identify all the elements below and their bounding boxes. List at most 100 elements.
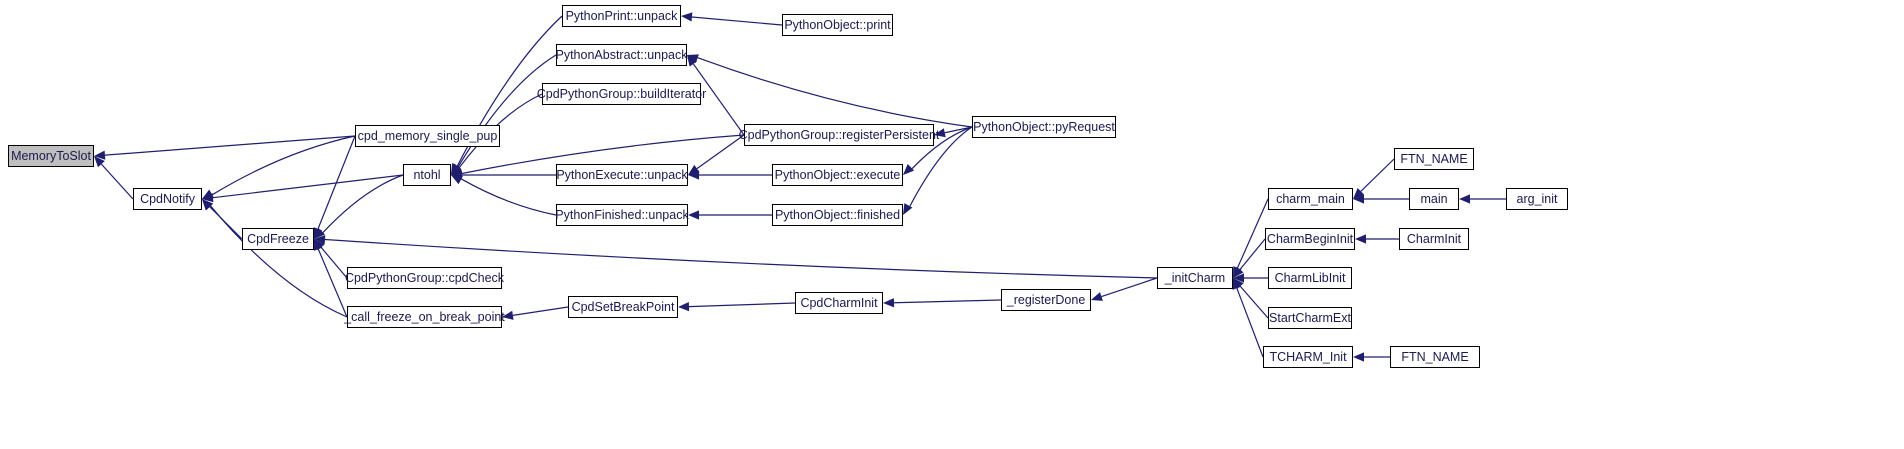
- graph-node-label: FTN_NAME: [1400, 151, 1468, 166]
- graph-edge-arrowhead: [202, 199, 214, 211]
- graph-node-pythonobject-execute[interactable]: PythonObject::execute: [772, 164, 903, 186]
- graph-node-arg-init[interactable]: arg_init: [1506, 188, 1568, 210]
- graph-edge: [100, 163, 134, 200]
- graph-edge: [317, 135, 356, 230]
- graph-node-charmlibinit[interactable]: CharmLibInit: [1268, 267, 1352, 289]
- graph-node-label: PythonObject::pyRequest: [973, 119, 1115, 134]
- graph-edge: [1239, 238, 1266, 270]
- graph-node--initcharm[interactable]: _initCharm: [1157, 267, 1233, 289]
- graph-node-label: arg_init: [1516, 191, 1558, 206]
- graph-node-pythonprint-unpack[interactable]: PythonPrint::unpack: [562, 5, 681, 27]
- graph-edge-arrowhead: [903, 164, 915, 175]
- graph-edge: [696, 134, 745, 170]
- graph-node-label: CharmBeginInit: [1266, 231, 1354, 246]
- graph-node-tcharm-init[interactable]: TCHARM_Init: [1263, 346, 1353, 368]
- graph-node-label: StartCharmExt: [1269, 310, 1351, 325]
- graph-node-label: CpdPythonGroup::registerPersistent: [738, 127, 940, 142]
- graph-edge-arrowhead: [202, 189, 214, 199]
- graph-node-label: _call_freeze_on_break_point: [344, 309, 505, 324]
- graph-node-ftn-name-bottom[interactable]: FTN_NAME: [1390, 346, 1480, 368]
- graph-node-cpdcharminit[interactable]: CpdCharmInit: [795, 292, 883, 314]
- graph-edge-arrowhead: [687, 55, 698, 67]
- graph-edge: [457, 54, 557, 168]
- graph-node-label: PythonAbstract::unpack: [555, 47, 688, 62]
- graph-node-cpd-memory-single-pup[interactable]: cpd_memory_single_pup: [355, 125, 500, 147]
- graph-edge: [320, 247, 348, 279]
- graph-edge: [1239, 285, 1269, 319]
- graph-edge: [211, 135, 356, 196]
- graph-edge-arrowhead: [883, 298, 895, 308]
- graph-edge-arrowhead: [314, 227, 326, 239]
- graph-node-label: CharmInit: [1406, 231, 1462, 246]
- graph-node-pythonfinished-unpack[interactable]: PythonFinished::unpack: [555, 204, 689, 226]
- graph-node-label: charm_main: [1276, 191, 1345, 206]
- graph-edge-arrowhead: [1233, 273, 1244, 283]
- graph-node--call-freeze-on-break-point[interactable]: _call_freeze_on_break_point: [344, 306, 505, 328]
- graph-edge: [1236, 198, 1269, 269]
- graph-edge: [1236, 288, 1264, 358]
- graph-edge-arrowhead: [678, 302, 690, 312]
- graph-edge: [210, 205, 348, 318]
- graph-edge-arrowhead: [1355, 234, 1366, 244]
- graph-edge: [322, 174, 404, 233]
- graph-edge-arrowhead: [314, 239, 325, 251]
- graph-node-ntohl[interactable]: ntohl: [403, 164, 451, 186]
- graph-edge: [512, 306, 569, 316]
- graph-edge-arrowhead: [451, 175, 463, 185]
- graph-node-label: PythonPrint::unpack: [565, 8, 678, 23]
- graph-edge-arrowhead: [687, 54, 699, 64]
- graph-edge: [212, 174, 404, 199]
- graph-node-cpdfreeze[interactable]: CpdFreeze: [242, 228, 314, 250]
- graph-node-pythonexecute-unpack[interactable]: PythonExecute::unpack: [556, 164, 688, 186]
- graph-node-pythonobject-finished[interactable]: PythonObject::finished: [772, 204, 903, 226]
- graph-edge-arrowhead: [1232, 278, 1242, 290]
- graph-node-cpdpythongroup-cpdcheck[interactable]: CpdPythonGroup::cpdCheck: [344, 267, 505, 289]
- graph-node-label: CpdSetBreakPoint: [571, 299, 675, 314]
- graph-node-ftn-name-top[interactable]: FTN_NAME: [1394, 148, 1474, 170]
- graph-node-label: CpdPythonGroup::cpdCheck: [344, 270, 505, 285]
- graph-node-charm-main[interactable]: charm_main: [1268, 188, 1353, 210]
- graph-edge-arrowhead: [314, 239, 323, 251]
- graph-node-label: main: [1420, 191, 1448, 206]
- graph-node-label: PythonExecute::unpack: [556, 167, 688, 182]
- graph-edge: [209, 206, 243, 240]
- graph-edge-arrowhead: [314, 235, 326, 245]
- graph-node-label: MemoryToSlot: [11, 148, 91, 163]
- graph-node-label: cpd_memory_single_pup: [357, 128, 498, 143]
- graph-edge-arrowhead: [1459, 194, 1470, 204]
- graph-node-startcharmext[interactable]: StartCharmExt: [1268, 307, 1352, 329]
- graph-node-charminit[interactable]: CharmInit: [1399, 228, 1469, 250]
- graph-node-pythonobject-print[interactable]: PythonObject::print: [782, 14, 893, 36]
- graph-edge-arrowhead: [1091, 292, 1103, 301]
- graph-node-main[interactable]: main: [1409, 188, 1459, 210]
- graph-edge-arrowhead: [681, 12, 693, 22]
- graph-node-label: _initCharm: [1164, 270, 1226, 285]
- graph-edge-arrowhead: [313, 227, 323, 239]
- graph-edge-arrowhead: [202, 199, 213, 211]
- graph-edge-arrowhead: [451, 170, 462, 180]
- graph-node-label: CpdPythonGroup::buildIterator: [536, 86, 707, 101]
- graph-edge-arrowhead: [451, 163, 462, 175]
- graph-node-cpdsetbreakpoint[interactable]: CpdSetBreakPoint: [568, 296, 678, 318]
- graph-edge-arrowhead: [451, 163, 461, 175]
- graph-node--registerdone[interactable]: _registerDone: [1001, 289, 1091, 311]
- graph-edge-arrowhead: [94, 150, 106, 160]
- graph-edge: [944, 126, 973, 134]
- graph-node-label: CpdFreeze: [247, 231, 309, 246]
- graph-edge: [688, 302, 796, 308]
- graph-edge: [697, 57, 973, 128]
- graph-edge-arrowhead: [1233, 266, 1244, 278]
- graph-node-cpdpythongroup-builditerator[interactable]: CpdPythonGroup::buildIterator: [537, 83, 706, 105]
- graph-node-cpdpythongroup-registerpersistent[interactable]: CpdPythonGroup::registerPersistent: [739, 124, 939, 146]
- graph-node-cpdnotify[interactable]: CpdNotify: [133, 188, 202, 210]
- graph-edge: [1101, 277, 1158, 298]
- graph-node-charmbegininit[interactable]: CharmBeginInit: [1265, 228, 1355, 250]
- graph-node-pythonabstract-unpack[interactable]: PythonAbstract::unpack: [555, 44, 688, 66]
- graph-edge-arrowhead: [1353, 194, 1364, 204]
- graph-edge-arrowhead: [903, 203, 913, 215]
- graph-node-memorytoslot[interactable]: MemoryToSlot: [8, 145, 94, 167]
- graph-node-pythonobject-pyrequest[interactable]: PythonObject::pyRequest: [972, 116, 1116, 138]
- graph-edge-arrowhead: [451, 163, 461, 175]
- graph-edge-arrowhead: [688, 164, 700, 175]
